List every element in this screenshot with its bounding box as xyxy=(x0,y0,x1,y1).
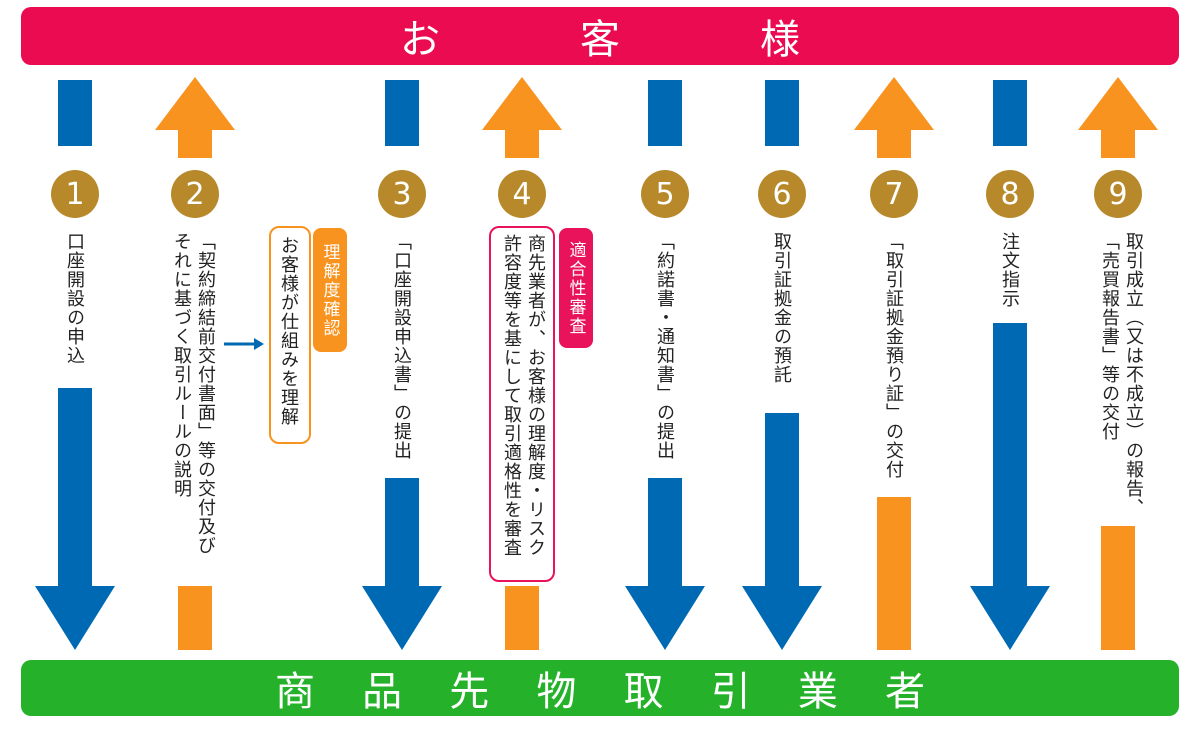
step-3-badge: 3 xyxy=(378,170,426,218)
customer-char: 様 xyxy=(760,17,800,63)
dealer-char: 商 xyxy=(275,669,315,715)
customer-char: お xyxy=(400,17,440,63)
arrow-3-head xyxy=(362,586,442,650)
connector-arrow-head xyxy=(254,338,264,350)
dealer-char: 引 xyxy=(710,669,751,715)
step-1-text: 口座開設の申込 xyxy=(64,232,85,365)
step-6-badge: 6 xyxy=(758,170,806,218)
arrow-6-head xyxy=(742,586,822,650)
step-9-text-line-1: 取引成立（又は不成立）の報告、 xyxy=(1123,232,1144,517)
step-4-badge: 4 xyxy=(498,170,546,218)
dealer-char: 業 xyxy=(797,669,838,715)
step-4-text-line-2: 許容度等を基にして取引適格性を審査 xyxy=(501,234,522,557)
step-2-text-line-1: 「契約締結前交付書面」等の交付及び xyxy=(195,232,216,555)
arrow-2-head xyxy=(155,77,235,130)
arrow-1-top-segment xyxy=(58,80,92,146)
arrow-2-bottom-segment xyxy=(178,586,212,650)
dealer-char: 物 xyxy=(536,669,577,715)
step-7-text: 「取引証拠金預り証」の交付 xyxy=(883,232,904,479)
arrow-9-shaft xyxy=(1101,128,1135,158)
arrow-7-shaft xyxy=(877,128,911,158)
dealer-char: 者 xyxy=(884,669,925,715)
step-6-text: 取引証拠金の預託 xyxy=(771,232,792,384)
arrow-4-shaft xyxy=(505,128,539,158)
step-3-text: 「口座開設申込書」の提出 xyxy=(391,232,412,460)
review-box xyxy=(489,226,555,582)
step-1-badge: 1 xyxy=(51,170,99,218)
dealer-label: 商 品 先 物 取 引 業 者 xyxy=(275,659,925,717)
arrow-1-shaft xyxy=(58,388,92,588)
dealer-char: 取 xyxy=(623,669,664,715)
arrow-9-bottom-segment xyxy=(1101,526,1135,650)
dealer-char: 先 xyxy=(449,669,490,715)
dealer-char: 品 xyxy=(362,669,403,715)
review-tag: 適合性審査 xyxy=(559,228,593,348)
step-8-badge: 8 xyxy=(986,170,1034,218)
customer-bar: お 客 様 xyxy=(21,7,1179,65)
arrow-2-shaft xyxy=(178,128,212,158)
arrow-8-top-segment xyxy=(993,80,1027,146)
step-2-badge: 2 xyxy=(171,170,219,218)
step-9-badge: 9 xyxy=(1094,170,1142,218)
step-9-text-line-2: 「売買報告書」等の交付 xyxy=(1099,232,1120,441)
customer-label: お 客 様 xyxy=(400,7,800,65)
arrow-1-head xyxy=(35,586,115,650)
arrow-7-head xyxy=(854,77,934,130)
understanding-tag: 理解度確認 xyxy=(313,228,347,352)
understanding-text: お客様が仕組みを理解 xyxy=(278,236,299,426)
arrow-3-top-segment xyxy=(385,80,419,146)
step-7-badge: 7 xyxy=(870,170,918,218)
arrow-8-head xyxy=(970,586,1050,650)
step-2-text-line-2: それに基づく取引ルールの説明 xyxy=(171,232,192,498)
arrow-5-shaft xyxy=(648,478,682,588)
arrow-5-top-segment xyxy=(648,80,682,146)
arrow-3-shaft xyxy=(385,478,419,588)
step-5-badge: 5 xyxy=(641,170,689,218)
arrow-9-head xyxy=(1078,77,1158,130)
arrow-6-top-segment xyxy=(765,80,799,146)
step-8-text: 注文指示 xyxy=(999,232,1020,308)
arrow-4-head xyxy=(482,77,562,130)
arrow-5-head xyxy=(625,586,705,650)
step-4-text-line-1: 商先業者が、お客様の理解度・リスク xyxy=(525,234,546,557)
arrow-7-bottom-segment xyxy=(877,497,911,650)
customer-char: 客 xyxy=(580,17,620,63)
arrow-6-shaft xyxy=(765,413,799,588)
dealer-bar: 商 品 先 物 取 引 業 者 xyxy=(21,660,1179,716)
step-5-text: 「約諾書・通知書」の提出 xyxy=(654,232,675,460)
understanding-box xyxy=(269,226,311,444)
arrow-4-bottom-segment xyxy=(505,586,539,650)
arrow-8-shaft xyxy=(993,323,1027,588)
